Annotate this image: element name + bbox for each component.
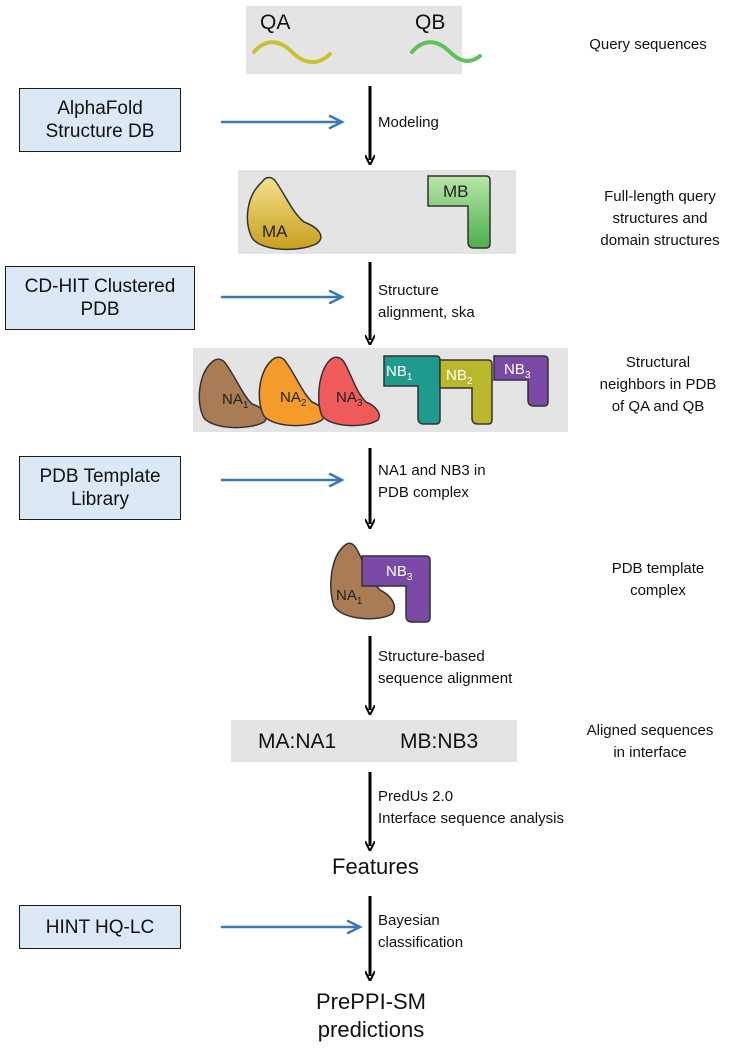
nb3-label-sub: 3 [525, 370, 531, 381]
nb1-label: NB1 [386, 363, 413, 383]
nb2-label-sub: 2 [467, 376, 473, 387]
aligned-panel [231, 720, 517, 762]
nb2-label-main: NB [446, 367, 467, 384]
na3-structure-shape [317, 356, 380, 427]
aligned-left-text: MA:NA1 [258, 730, 337, 753]
blue-arrowhead-2 [328, 289, 345, 305]
nb3-label: NB3 [504, 361, 531, 381]
nb3-label-main: NB [504, 361, 525, 378]
na3-label: NA3 [336, 389, 363, 409]
qa-sequence-curve [252, 40, 332, 64]
na3-label-main: NA [336, 389, 357, 406]
hint-db-box: HINT HQ-LC [19, 905, 181, 949]
complex-nb-main: NB [386, 563, 407, 580]
complex-nb-label: NB3 [386, 563, 413, 583]
nb1-label-sub: 1 [407, 372, 413, 383]
neighbors-label: Structural neighbors in PDB of QA and QB [599, 354, 717, 415]
complex-na-main: NA [336, 587, 357, 604]
complex-na-sub: 1 [357, 596, 363, 607]
complex-nb3-shape [361, 555, 431, 623]
mb-structure-shape [427, 175, 491, 249]
query-panel [246, 6, 462, 74]
na2-label-sub: 2 [301, 398, 307, 409]
na1-label-main: NA [222, 391, 243, 408]
nb2-label: NB2 [446, 367, 473, 387]
alphafold-db-box: AlphaFold Structure DB [19, 88, 181, 152]
aligned-right-text: MB:NB3 [400, 730, 479, 753]
nb1-structure-shape [383, 355, 441, 425]
predictions-label: PrePPI-SM predictions [315, 989, 427, 1042]
complex-na-label: NA1 [336, 587, 363, 607]
qb-label: QB [415, 11, 446, 34]
na2-label: NA2 [280, 389, 307, 409]
predus-step-label: PredUs 2.0 Interface sequence analysis [378, 788, 564, 827]
qa-label: QA [260, 11, 291, 34]
full-length-label: Full-length query structures and domain … [600, 188, 720, 249]
nb1-label-main: NB [386, 363, 407, 380]
blue-arrowhead-3 [328, 472, 345, 488]
features-label: Features [332, 854, 419, 879]
mb-label: MB [443, 182, 469, 201]
pdb-template-db-box: PDB Template Library [19, 456, 181, 520]
complex-nb-sub: 3 [407, 572, 413, 583]
ma-structure-shape [246, 176, 322, 251]
blue-arrowhead-4 [346, 919, 363, 935]
bayes-step-label: Bayesian classification [378, 912, 464, 951]
na3-label-sub: 3 [357, 398, 363, 409]
modeling-step-label: Modeling [378, 114, 439, 131]
template-complex-label: PDB template complex [611, 560, 705, 599]
nb3-structure-shape [493, 355, 549, 407]
na1-label: NA1 [222, 391, 249, 411]
qb-sequence-curve [410, 40, 482, 63]
ma-label: MA [262, 222, 288, 241]
blue-arrowhead-1 [328, 114, 345, 130]
seq-alignment-step-label: Structure-based sequence alignment [378, 648, 513, 687]
cdhit-db-box: CD-HIT Clustered PDB [5, 266, 195, 330]
aligned-label: Aligned sequences in interface [586, 722, 714, 761]
na1-label-sub: 1 [243, 400, 249, 411]
na2-label-main: NA [280, 389, 301, 406]
pdb-complex-step-label: NA1 and NB3 in PDB complex [378, 462, 486, 501]
nb2-structure-shape [439, 359, 493, 425]
structure-alignment-step-label: Structure alignment, ska [378, 282, 475, 321]
query-sequences-label: Query sequences [589, 36, 707, 53]
